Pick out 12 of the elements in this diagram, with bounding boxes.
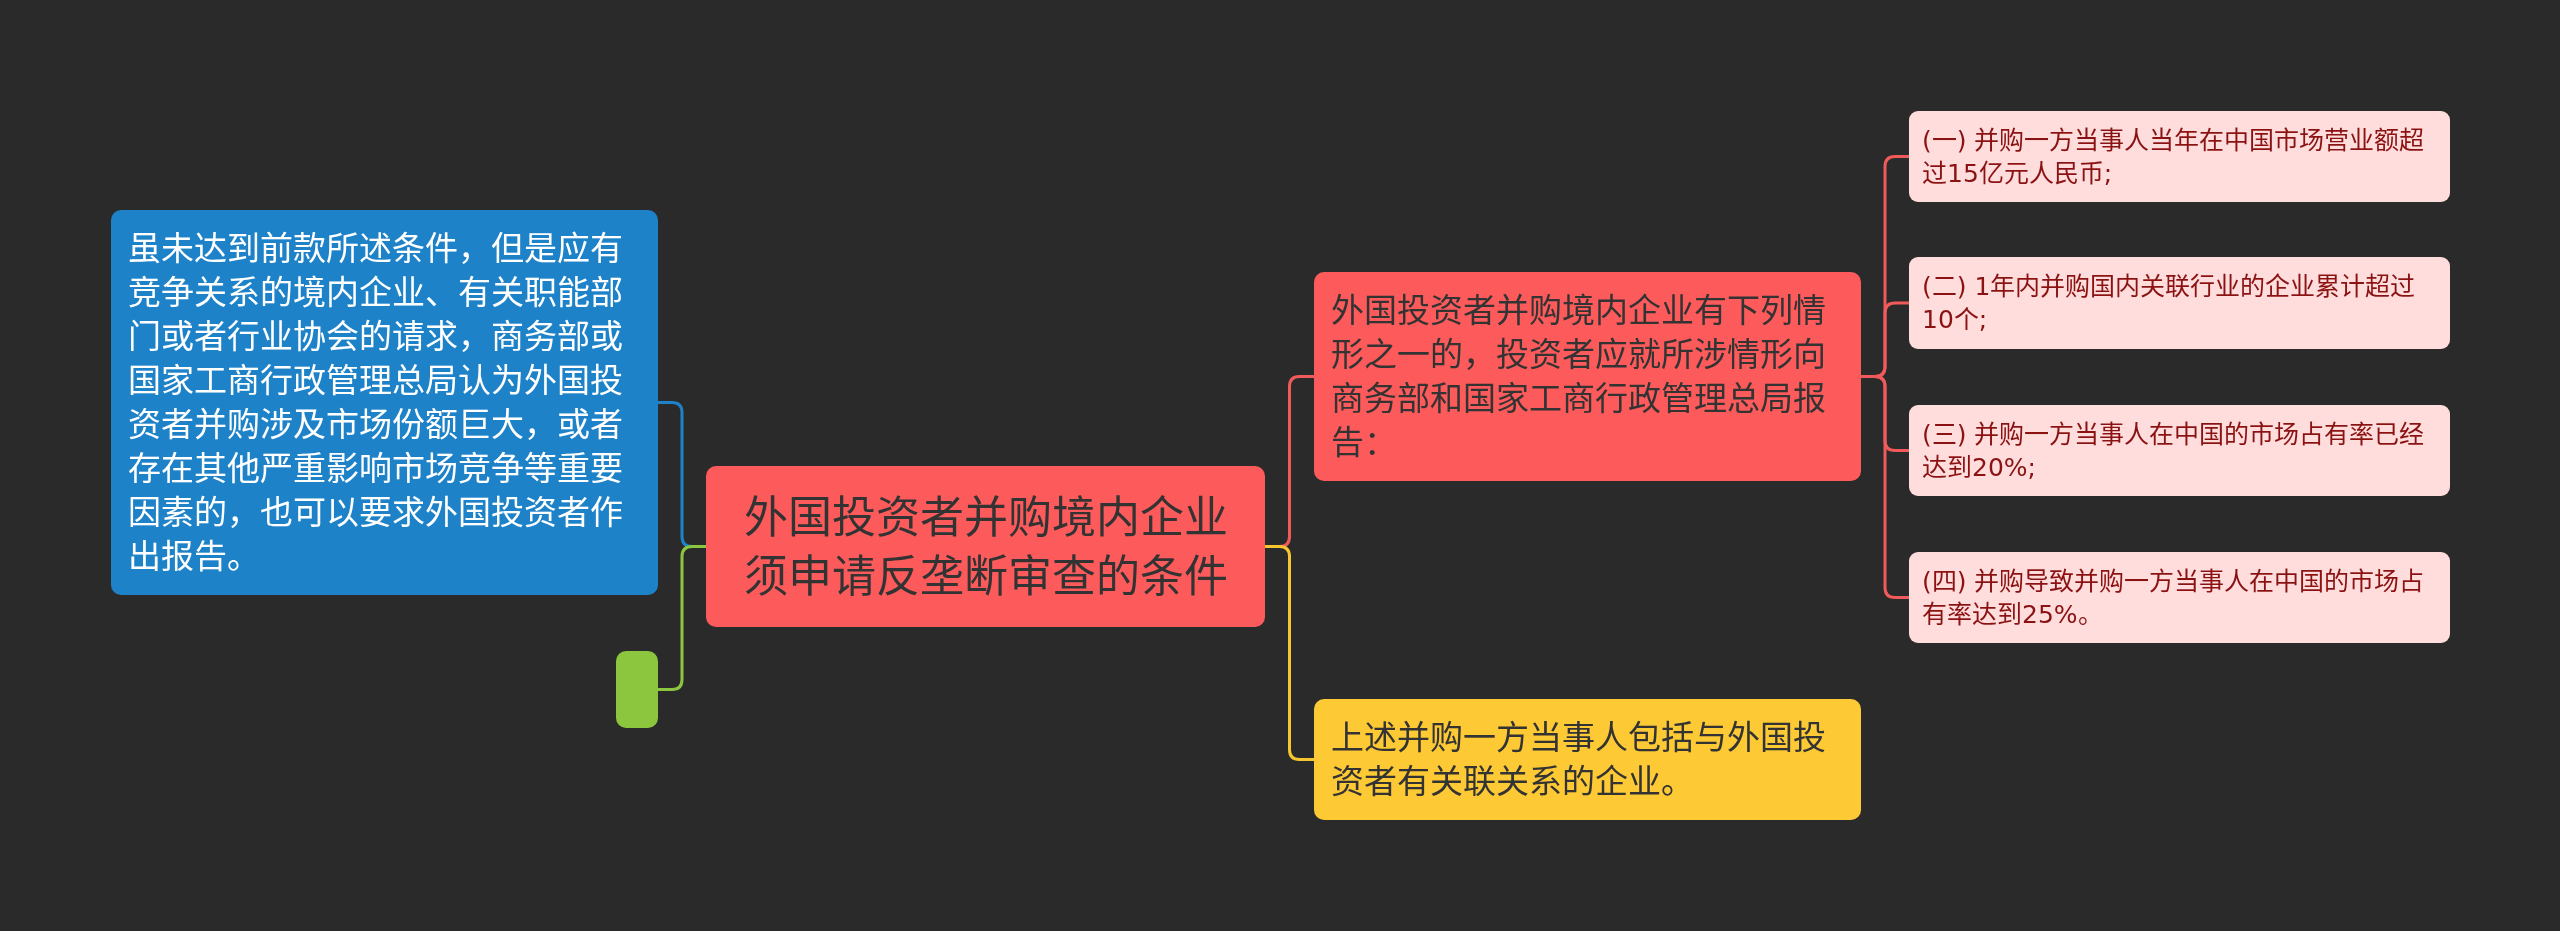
connector-line: [658, 545, 706, 691]
sub-branch-box: (一) 并购一方当事人当年在中国市场营业额超过15亿元人民币;: [1909, 111, 2450, 202]
branch-box: 虽未达到前款所述条件，但是应有竞争关系的境内企业、有关职能部门或者行业协会的请求，商务部或国家工商行政管理总局认为外国投资者并购涉及市场份额巨大，或者存在其他严重影响市场竞争等重要因素的，也可以要求外国投资者作出报告。: [111, 210, 658, 595]
branch-box: 外国投资者并购境内企业有下列情形之一的，投资者应就所涉情形向商务部和国家工商行政管理总局报告：: [1314, 272, 1861, 481]
connector-line: [1265, 545, 1314, 761]
sub-branch-box: (三) 并购一方当事人在中国的市场占有率已经达到20%;: [1909, 405, 2450, 496]
central-topic-box: 外国投资者并购境内企业须申请反垄断审查的条件: [706, 466, 1265, 627]
sub-branch-box: (二) 1年内并购国内关联行业的企业累计超过10个;: [1909, 257, 2450, 349]
blank-branch-box: [616, 651, 658, 728]
sub-branch-box: (四) 并购导致并购一方当事人在中国的市场占有率达到25%。: [1909, 552, 2450, 643]
connector-line: [1861, 375, 1909, 599]
branch-box: 上述并购一方当事人包括与外国投资者有关联关系的企业。: [1314, 699, 1861, 820]
